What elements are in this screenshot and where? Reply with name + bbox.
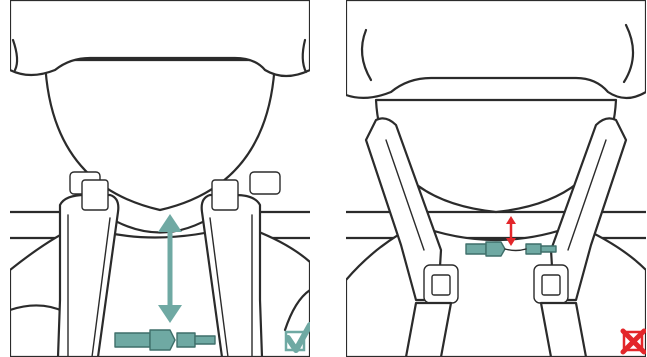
incorrect-fit-illustration [346, 0, 646, 357]
hair [346, 0, 646, 98]
incorrect-fit-panel [346, 0, 646, 357]
correct-fit-panel [10, 0, 310, 357]
correct-fit-illustration [10, 0, 310, 357]
